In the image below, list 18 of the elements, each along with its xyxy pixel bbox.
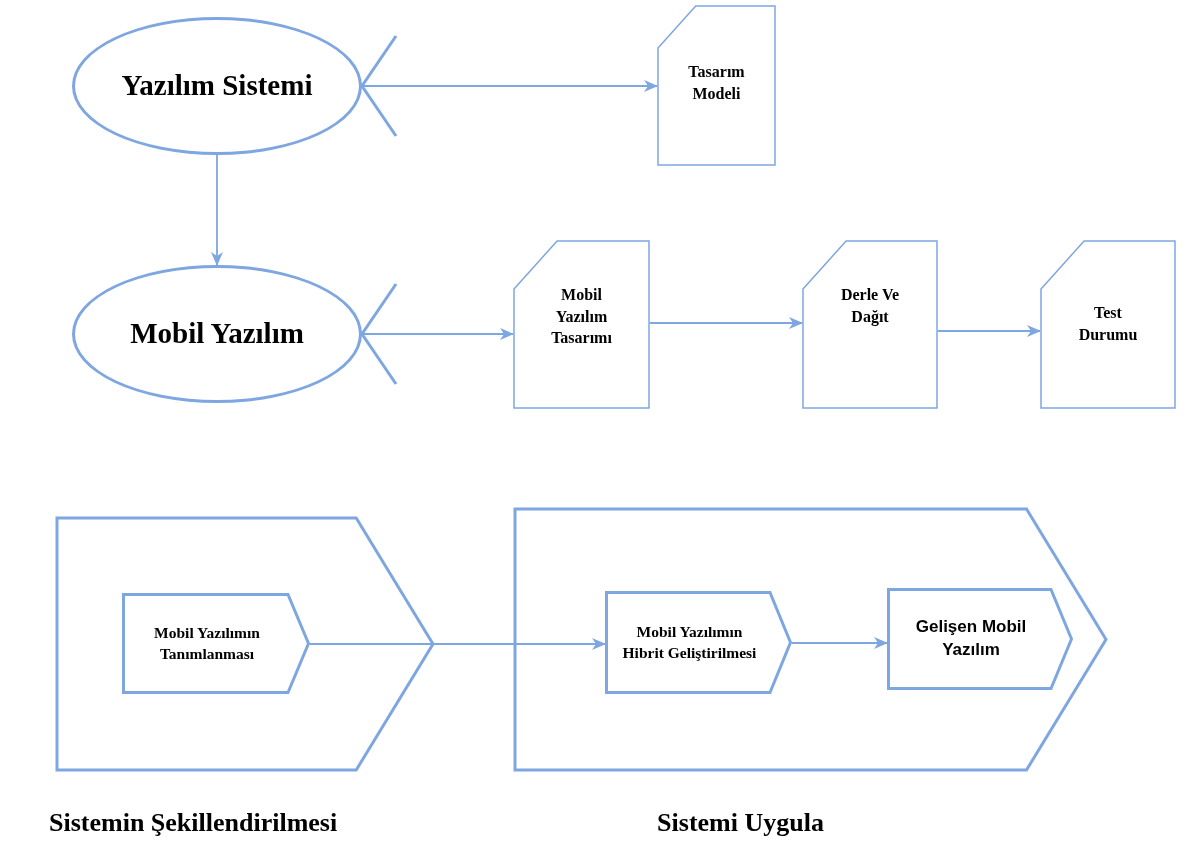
node-label: Yazılım Sistemi bbox=[121, 68, 313, 104]
arrow bbox=[937, 325, 1041, 337]
arrow bbox=[309, 638, 606, 650]
step-label: Mobil Yazılımın Hibrit Geliştirilmesi bbox=[621, 621, 758, 663]
section-heading: Sistemi Uygula bbox=[657, 807, 824, 839]
step-label: Derle Ve Dağıt bbox=[839, 285, 901, 328]
arrow bbox=[211, 154, 223, 266]
arrow bbox=[361, 80, 658, 92]
node-label: Mobil Yazılım bbox=[130, 316, 304, 352]
step-label: Mobil Yazılım Tasarımı bbox=[550, 285, 613, 349]
arrow bbox=[361, 328, 514, 340]
arrow bbox=[649, 317, 803, 329]
step-label: Mobil Yazılımın Tanımlanması bbox=[153, 622, 261, 664]
step-label: Gelişen Mobil Yazılım bbox=[914, 616, 1028, 661]
step-label: Test Durumu bbox=[1077, 303, 1139, 345]
arrow bbox=[791, 637, 888, 649]
step-label: Tasarım Modeli bbox=[687, 62, 746, 104]
section-heading: Sistemin Şekillendirilmesi bbox=[49, 807, 338, 839]
